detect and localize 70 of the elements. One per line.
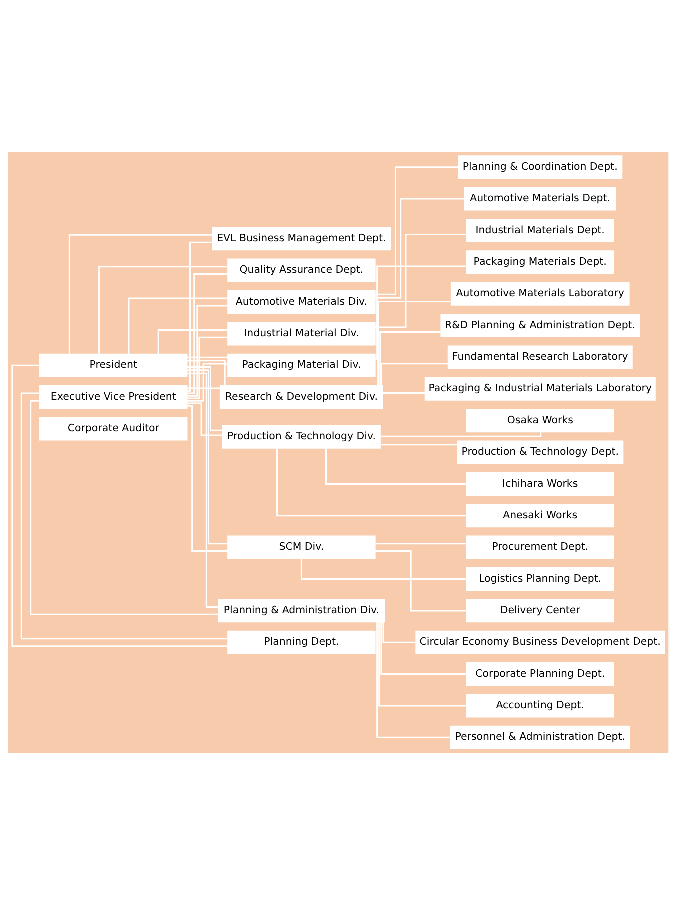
connector xyxy=(380,363,448,386)
connector xyxy=(376,543,466,545)
connector xyxy=(380,622,466,676)
connector xyxy=(325,448,467,485)
node-box: Planning & Coordination Dept. xyxy=(458,156,623,180)
connector xyxy=(187,402,223,436)
connector xyxy=(188,405,228,552)
node-box: SCM Div. xyxy=(228,536,376,560)
node-box: Corporate Auditor xyxy=(40,417,188,441)
connector xyxy=(188,363,228,402)
connector xyxy=(20,392,228,640)
connector xyxy=(187,360,226,386)
connector xyxy=(30,400,219,616)
connector xyxy=(187,366,223,432)
node-box: EVL Business Management Dept. xyxy=(212,227,392,251)
node-box: Ichihara Works xyxy=(466,472,614,496)
connector xyxy=(187,372,219,608)
node-box: Fundamental Research Laboratory xyxy=(448,346,633,370)
connector xyxy=(375,266,466,360)
node-box: Packaging & Industrial Materials Laboratory xyxy=(424,377,656,401)
connector xyxy=(187,242,213,392)
connector xyxy=(380,331,441,386)
node-box: Automotive Materials Div. xyxy=(228,290,376,314)
node-box: Production & Technology Dept. xyxy=(457,440,624,464)
node-box: Research & Development Div. xyxy=(220,386,384,410)
connector xyxy=(276,448,467,517)
node-box: President xyxy=(40,354,188,378)
connector xyxy=(188,336,228,400)
connector xyxy=(158,329,228,354)
node-box: Industrial Materials Dept. xyxy=(466,218,614,242)
connector xyxy=(187,388,220,390)
connector xyxy=(376,234,466,328)
node-box: Executive Vice President xyxy=(40,386,188,410)
node-box: Planning Dept. xyxy=(228,630,376,654)
node-box: Planning & Administration Div. xyxy=(218,599,385,623)
node-box: Corporate Planning Dept. xyxy=(466,662,614,686)
connector xyxy=(382,622,416,644)
connector xyxy=(128,298,228,354)
node-box: R&D Planning & Administration Dept. xyxy=(440,314,640,338)
connector xyxy=(376,550,467,612)
node-box: Packaging Materials Dept. xyxy=(466,250,614,274)
connector xyxy=(375,166,458,296)
node-box: Logistics Planning Dept. xyxy=(466,568,614,591)
node-box: Circular Economy Business Development Dept. xyxy=(416,630,666,654)
connector xyxy=(188,370,228,545)
node-box: Anesaki Works xyxy=(466,504,614,528)
connector xyxy=(98,266,228,354)
node-box: Personnel & Administration Dept. xyxy=(450,726,630,750)
node-box: Industrial Material Div. xyxy=(228,322,376,346)
connector xyxy=(300,559,466,580)
connector xyxy=(68,234,213,354)
node-box: Production & Technology Div. xyxy=(222,425,381,449)
connector xyxy=(12,364,228,648)
connector xyxy=(375,198,464,299)
connector xyxy=(378,300,452,386)
node-box: Osaka Works xyxy=(466,409,614,433)
connector xyxy=(187,356,228,358)
node-box: Accounting Dept. xyxy=(466,694,614,718)
connector xyxy=(188,305,228,397)
connector xyxy=(383,392,426,394)
connector xyxy=(378,622,466,707)
node-box: Packaging Material Div. xyxy=(228,354,376,378)
connector xyxy=(188,274,228,394)
node-box: Automotive Materials Dept. xyxy=(464,187,617,211)
connector xyxy=(380,444,458,446)
node-box: Automotive Materials Laboratory xyxy=(450,282,630,306)
connector xyxy=(376,622,451,738)
node-box: Procurement Dept. xyxy=(466,536,614,560)
node-box: Quality Assurance Dept. xyxy=(228,258,376,282)
node-box: Delivery Center xyxy=(466,599,614,623)
